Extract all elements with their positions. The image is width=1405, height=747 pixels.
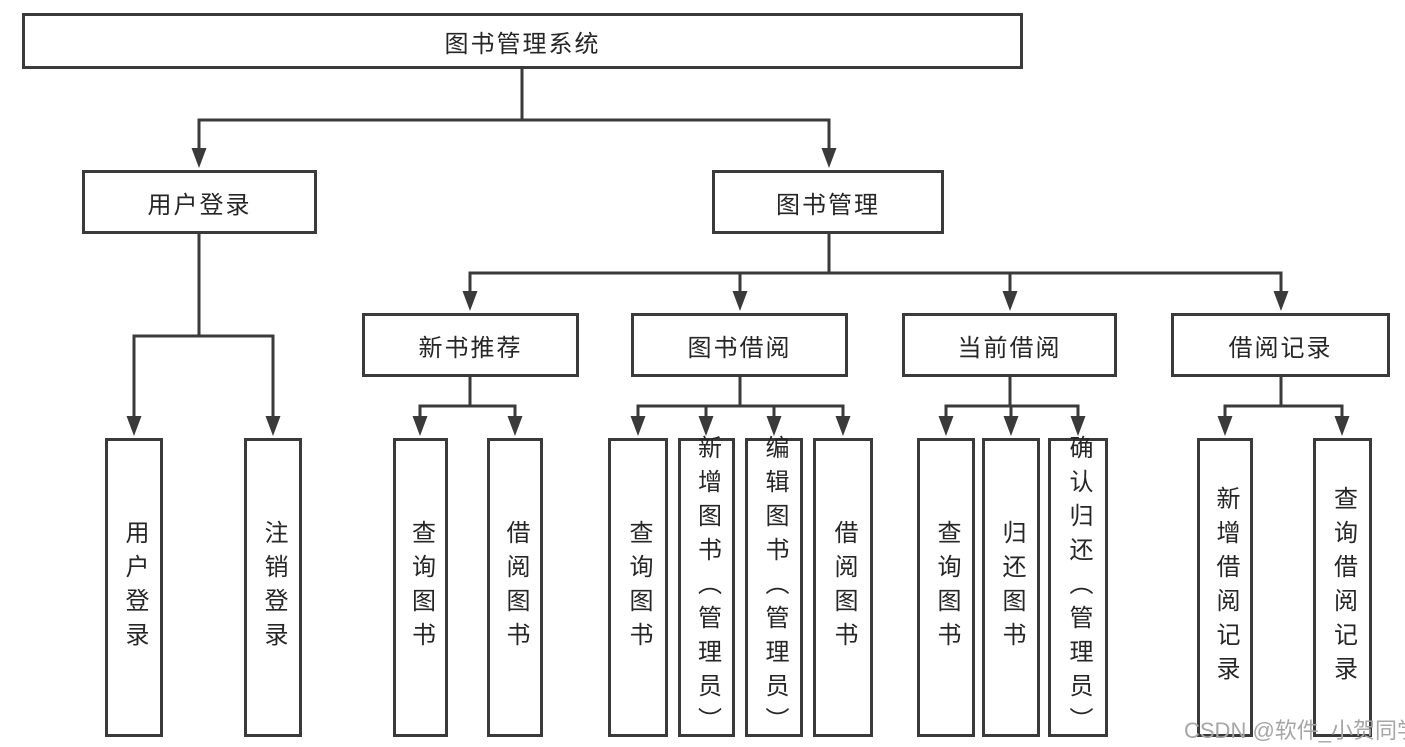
leaf-user-login: 用户登录 bbox=[105, 438, 163, 737]
connector-borrow-children bbox=[636, 377, 845, 418]
leaf-return-books: 归还图书 bbox=[982, 438, 1040, 737]
node-label: 确认归还（管理员） bbox=[1065, 434, 1092, 741]
leaf-logout: 注销登录 bbox=[244, 438, 302, 737]
node-borrowing-records: 借阅记录 bbox=[1171, 313, 1390, 377]
node-label: 新增图书（管理员） bbox=[693, 434, 721, 741]
node-label: 图书借阅 bbox=[687, 334, 792, 362]
connector-records-children bbox=[1223, 377, 1344, 418]
node-label: 借阅图书 bbox=[830, 519, 857, 656]
node-book-borrowing: 图书借阅 bbox=[631, 313, 848, 377]
connector-bookmgmt-to-level3 bbox=[468, 234, 1283, 293]
node-label: 新增借阅记录 bbox=[1212, 485, 1239, 690]
node-current-borrowing: 当前借阅 bbox=[902, 313, 1117, 377]
node-label: 借阅图书 bbox=[502, 519, 529, 656]
arrowhead-icon bbox=[698, 416, 714, 436]
node-label: 编辑图书（管理员） bbox=[761, 434, 788, 741]
node-book-management: 图书管理 bbox=[712, 170, 944, 234]
arrowhead-icon bbox=[1334, 416, 1350, 436]
arrowhead-icon bbox=[630, 416, 646, 436]
leaf-add-borrow-record: 新增借阅记录 bbox=[1197, 438, 1253, 737]
arrowhead-icon bbox=[1002, 291, 1018, 311]
node-label: 用户登录 bbox=[147, 191, 252, 219]
node-label: 图书管理系统 bbox=[444, 30, 601, 58]
node-label: 查询图书 bbox=[933, 519, 960, 656]
node-label: 查询图书 bbox=[625, 519, 652, 656]
arrowhead-icon bbox=[507, 416, 523, 436]
node-label: 借阅记录 bbox=[1228, 334, 1333, 362]
arrowhead-icon bbox=[1070, 416, 1086, 436]
connector-newbook-children bbox=[418, 377, 517, 418]
arrowhead-icon bbox=[191, 148, 207, 168]
connector-root-to-level2 bbox=[197, 69, 831, 150]
leaf-borrow-books-recommend: 借阅图书 bbox=[487, 438, 543, 737]
leaf-query-books-current: 查询图书 bbox=[917, 438, 975, 737]
arrowhead-icon bbox=[1273, 291, 1289, 311]
arrowhead-icon bbox=[126, 416, 142, 436]
node-label: 新书推荐 bbox=[418, 334, 523, 362]
node-label: 查询借阅记录 bbox=[1329, 485, 1357, 690]
node-label: 归还图书 bbox=[998, 519, 1025, 656]
arrowhead-icon bbox=[766, 416, 782, 436]
arrowhead-icon bbox=[821, 148, 837, 168]
node-label: 注销登录 bbox=[260, 519, 287, 656]
connector-current-children bbox=[944, 377, 1080, 418]
csdn-watermark: CSDN @软件_小贺同学 bbox=[1184, 718, 1405, 743]
node-user-login: 用户登录 bbox=[82, 170, 317, 234]
node-label: 查询图书 bbox=[407, 519, 435, 656]
leaf-query-books-recommend: 查询图书 bbox=[393, 438, 448, 737]
arrowhead-icon bbox=[938, 416, 954, 436]
node-label: 图书管理 bbox=[776, 191, 880, 219]
leaf-add-book-admin: 新增图书（管理员） bbox=[678, 435, 735, 741]
leaf-query-books-borrowing: 查询图书 bbox=[608, 438, 668, 737]
arrowhead-icon bbox=[1217, 416, 1233, 436]
leaf-query-borrow-record: 查询借阅记录 bbox=[1313, 438, 1372, 737]
leaf-borrow-books: 借阅图书 bbox=[813, 438, 873, 737]
node-label: 当前借阅 bbox=[957, 334, 1062, 362]
arrowhead-icon bbox=[835, 416, 851, 436]
arrowhead-icon bbox=[265, 416, 281, 436]
arrowhead-icon bbox=[1003, 416, 1019, 436]
arrowhead-icon bbox=[412, 416, 428, 436]
leaf-confirm-return-admin: 确认归还（管理员） bbox=[1048, 435, 1108, 741]
arrowhead-icon bbox=[732, 291, 748, 311]
arrowhead-icon bbox=[462, 291, 478, 311]
node-system-root: 图书管理系统 bbox=[22, 13, 1023, 69]
leaf-edit-book-admin: 编辑图书（管理员） bbox=[745, 435, 803, 741]
node-new-book-recommend: 新书推荐 bbox=[362, 313, 579, 377]
connector-userlogin-children bbox=[132, 234, 275, 418]
node-label: 用户登录 bbox=[121, 519, 148, 656]
